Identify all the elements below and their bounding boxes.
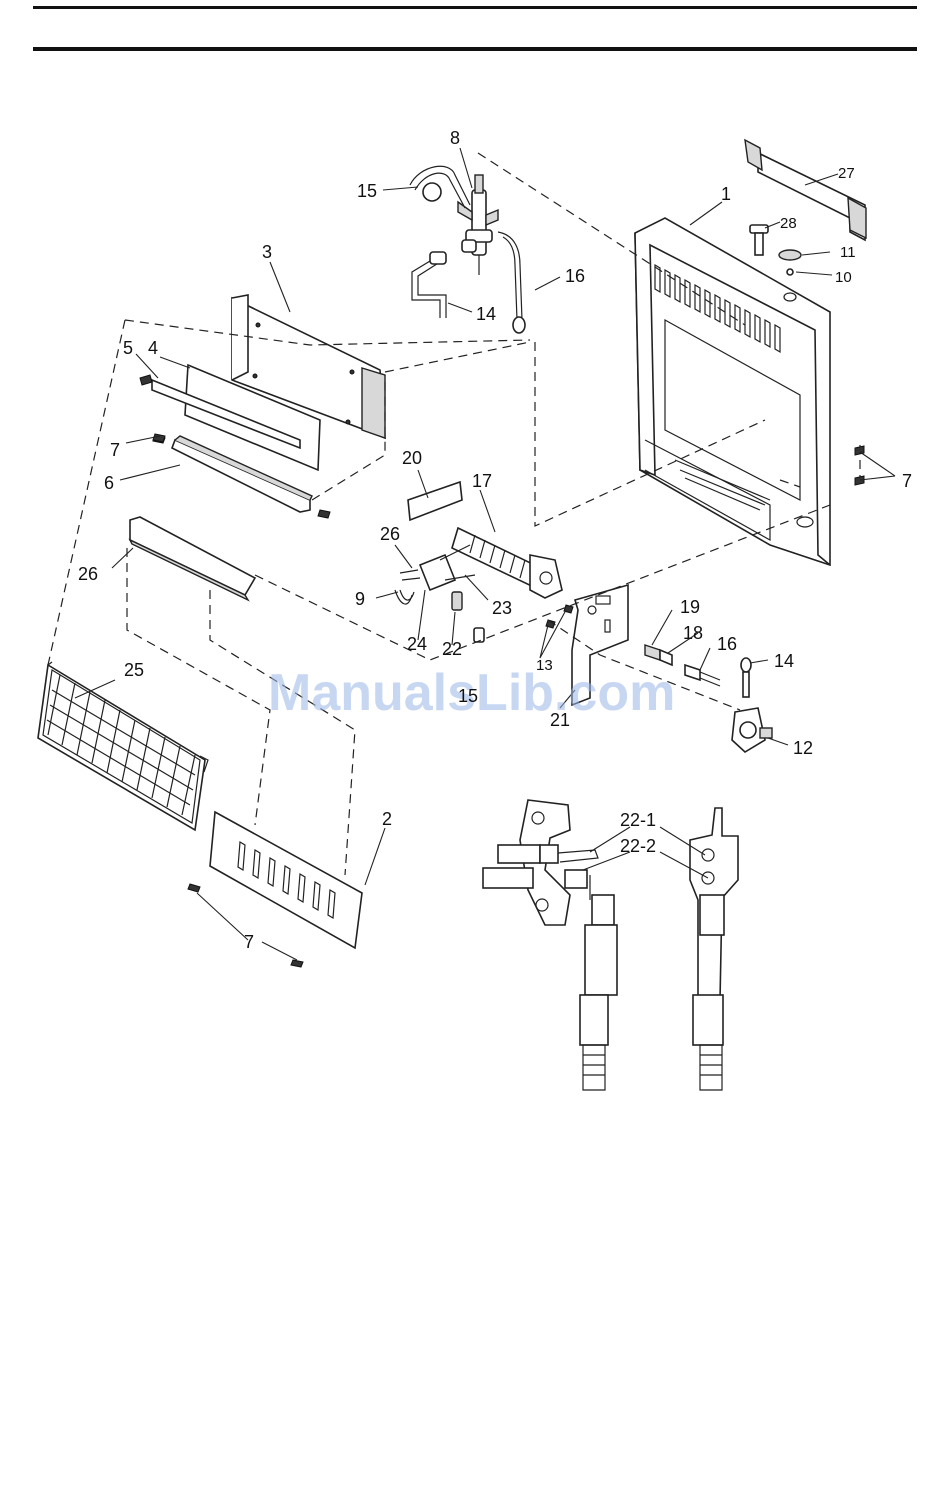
label-part-22-1: 22-1	[620, 810, 656, 830]
label-part-1: 1	[721, 184, 731, 204]
washer-part-10	[787, 269, 793, 275]
label-part-25: 25	[124, 660, 144, 680]
grille-part-25	[38, 662, 208, 830]
screw-part-28	[750, 225, 768, 255]
label-part-14-lower: 14	[774, 651, 794, 671]
cabinet-part	[635, 218, 830, 565]
label-part-26-upper: 26	[380, 524, 400, 544]
label-part-7-right: 7	[902, 471, 912, 491]
tube-part-15	[410, 166, 470, 208]
label-part-26-lower: 26	[78, 564, 98, 584]
label-part-21: 21	[550, 710, 570, 730]
label-part-4: 4	[148, 338, 158, 358]
screw-part-7-lower	[855, 476, 864, 485]
label-part-7-bottom: 7	[244, 932, 254, 952]
tube-part-16-upper	[498, 232, 525, 333]
label-part-3: 3	[262, 242, 272, 262]
label-part-19: 19	[680, 597, 700, 617]
tube-part-14-upper	[412, 240, 476, 318]
label-part-22-2: 22-2	[620, 836, 656, 856]
burner-part-17	[452, 528, 562, 598]
label-part-12: 12	[793, 738, 813, 758]
label-part-16-upper: 16	[565, 266, 585, 286]
panel-part-2	[188, 812, 362, 967]
label-part-22: 22	[442, 639, 462, 659]
label-part-10: 10	[835, 269, 852, 286]
label-part-15-upper: 15	[357, 181, 377, 201]
label-part-15-lower: 15	[458, 686, 478, 706]
label-part-20: 20	[402, 448, 422, 468]
regulator-part-12	[732, 708, 772, 752]
label-part-11: 11	[840, 244, 856, 261]
fitting-part-19	[645, 645, 660, 660]
grommet-part-11	[779, 250, 801, 260]
valve-assembly-part-8	[458, 175, 498, 275]
label-part-27: 27	[838, 165, 855, 182]
detail-view-left	[483, 800, 617, 1090]
tube-part-16-lower	[685, 665, 720, 686]
label-part-13: 13	[536, 657, 553, 674]
label-part-28: 28	[780, 215, 797, 232]
label-part-2: 2	[382, 809, 392, 829]
label-part-23: 23	[492, 598, 512, 618]
bracket-part-20	[408, 482, 462, 520]
label-part-7-left: 7	[110, 440, 120, 460]
pilot-assembly-part-22	[400, 545, 484, 642]
label-part-9: 9	[355, 589, 365, 609]
label-part-6: 6	[104, 473, 114, 493]
label-part-8: 8	[450, 128, 460, 148]
label-part-5: 5	[123, 338, 133, 358]
label-part-24: 24	[407, 634, 427, 654]
cover-part-26	[130, 517, 255, 600]
label-part-14-upper: 14	[476, 304, 496, 324]
label-part-17: 17	[472, 471, 492, 491]
label-part-18: 18	[683, 623, 703, 643]
fitting-part-14-lower	[741, 658, 751, 697]
screw-part-7-left	[153, 434, 165, 442]
label-part-16-lower: 16	[717, 634, 737, 654]
fitting-part-18	[660, 650, 672, 665]
